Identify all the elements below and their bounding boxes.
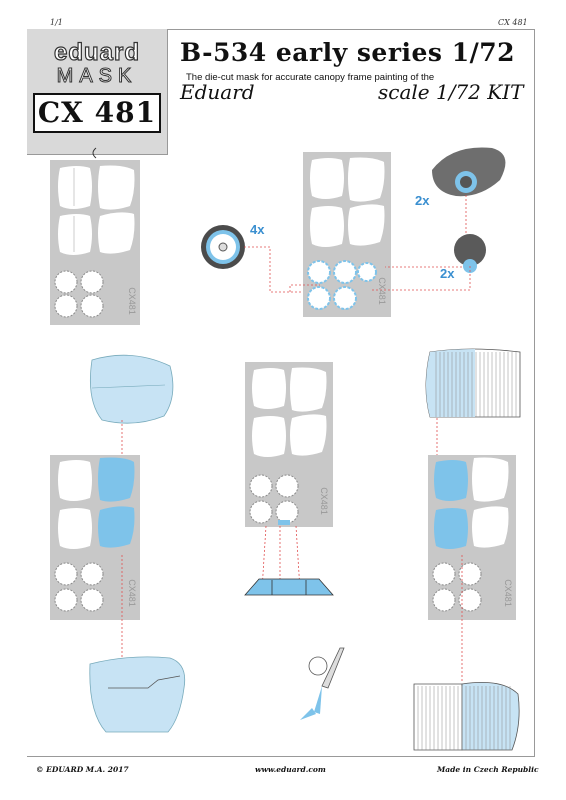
mask-sheet-left	[50, 455, 140, 620]
canopy-right-upper	[425, 348, 521, 418]
sheet-code: CX481	[318, 487, 329, 515]
quantity-label-2x-upper: 2x	[415, 193, 430, 208]
sheet-code: CX481	[126, 287, 137, 315]
canopy-left-upper	[90, 354, 174, 424]
sheet-code: CX481	[502, 579, 513, 607]
page-number: 1/1	[50, 18, 63, 27]
product-title: B-534 early series 1/72	[180, 38, 516, 67]
footer-website: www.eduard.com	[255, 765, 326, 774]
mask-sheet-top-left	[50, 147, 140, 325]
footer-copyright: © EDUARD M.A. 2017	[36, 765, 129, 774]
mask-sheet-right	[428, 455, 516, 620]
brush-illustration	[300, 647, 345, 720]
top-rule	[27, 29, 535, 30]
kit-scale: scale 1/72 KIT	[378, 80, 524, 104]
brand-line: MASK	[56, 65, 138, 88]
product-code-box: CX 481	[33, 93, 161, 133]
canopy-right-lower	[413, 681, 520, 751]
brand-logo: eduard	[53, 38, 140, 66]
bottom-rule	[27, 756, 535, 757]
windscreen	[244, 578, 334, 596]
kit-maker: Eduard	[180, 80, 255, 104]
sheet-code: CX481	[376, 277, 387, 305]
product-code-corner: CX 481	[498, 18, 528, 27]
mask-sheet-top-center	[303, 152, 391, 317]
wheel-illustration	[201, 225, 245, 269]
canopy-left-lower	[89, 656, 186, 733]
wheel-fairing-illustration	[432, 147, 506, 197]
brand-logo-block: eduard MASK	[27, 29, 168, 155]
sheet-code: CX481	[126, 579, 137, 607]
footer-origin: Made in Czech Republic	[437, 765, 539, 774]
quantity-label-4x: 4x	[250, 222, 265, 237]
product-subtitle: The die-cut mask for accurate canopy fra…	[186, 72, 435, 83]
quantity-label-2x-lower: 2x	[440, 266, 455, 281]
right-rule	[534, 29, 535, 757]
mask-sheet-center	[245, 362, 333, 527]
